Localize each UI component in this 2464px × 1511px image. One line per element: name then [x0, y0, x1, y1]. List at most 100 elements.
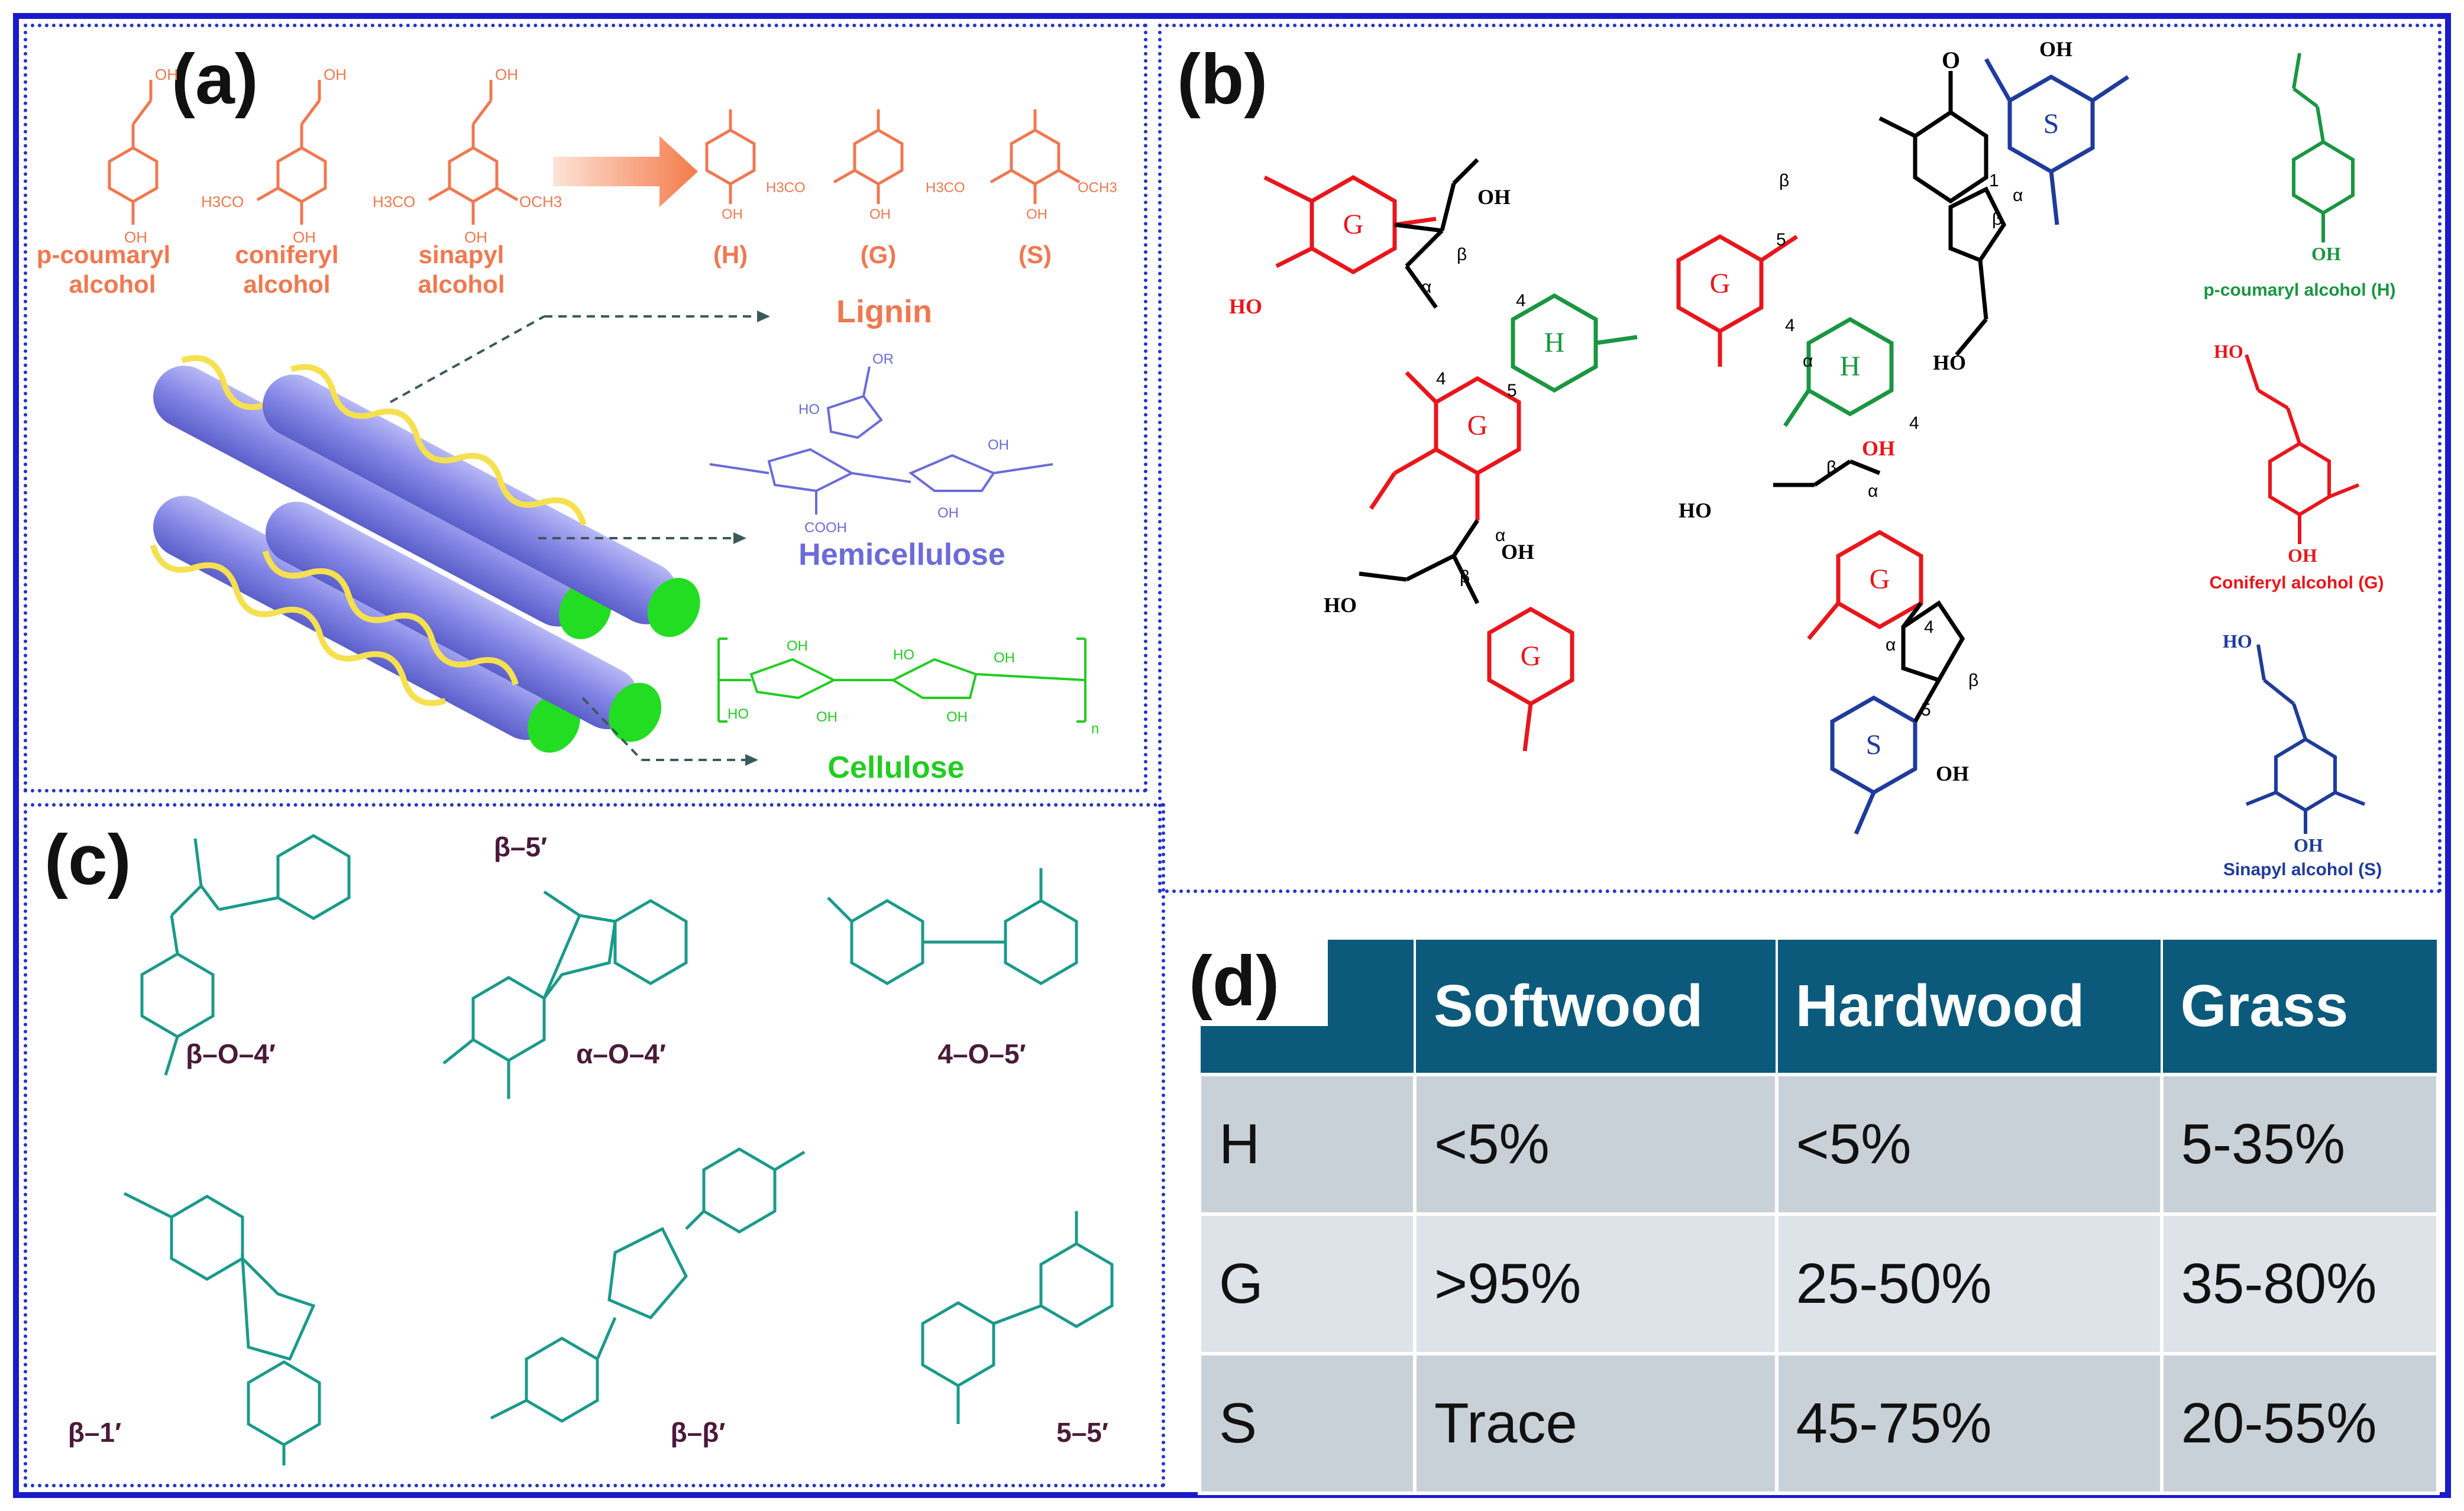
- table-cell: 45-75%: [1774, 1352, 2164, 1495]
- table-header-row: Softwood Hardwood Grass: [1198, 937, 2440, 1076]
- linkage-label-b-o-4: β–O–4′: [186, 1038, 276, 1069]
- fibril-bundle: [150, 355, 700, 753]
- monomer-label: p-coumaryl: [37, 241, 170, 268]
- ring-label-g: G: [1870, 564, 1890, 595]
- ring-label-g: G: [1343, 209, 1364, 240]
- group-och3: OCH3: [1078, 180, 1117, 196]
- table-cell: >95%: [1413, 1212, 1779, 1355]
- group-h3co: H3CO: [201, 193, 244, 211]
- linkage-label-5-5: 5–5′: [1056, 1417, 1108, 1448]
- position-label: α: [1495, 526, 1505, 545]
- table-cell: H: [1198, 1073, 1417, 1216]
- ring-label-g: G: [1467, 410, 1488, 441]
- group-oh: OH: [124, 228, 147, 246]
- linkage-label-4-o-5: 4–O–5′: [937, 1038, 1026, 1069]
- table-row: G >95% 25-50% 35-80%: [1198, 1212, 2440, 1355]
- unit-label-h: (H): [713, 241, 748, 268]
- group-h3co: H3CO: [926, 180, 965, 196]
- panel-c-border: [24, 803, 1165, 1487]
- monomer-label: sinapyl: [419, 241, 505, 268]
- panel-b-border: [1158, 24, 2442, 893]
- ring-label-h: H: [1544, 327, 1565, 358]
- panel-a-diagram: OH OH OH OH OH OH H3CO H3CO OCH3 p-couma…: [37, 66, 1117, 785]
- position-label: 5: [1776, 230, 1786, 250]
- table-cell: <5%: [1413, 1073, 1779, 1216]
- panel-d-label: (d): [1189, 941, 1280, 1021]
- ring-h: [1783, 316, 1894, 427]
- conversion-arrow: [553, 136, 698, 207]
- table-cell: 5-35%: [2159, 1073, 2440, 1216]
- position-label: β: [1779, 171, 1789, 190]
- ring-s: [1830, 695, 1917, 835]
- group-n: n: [1091, 721, 1099, 737]
- panel-a-border: [24, 24, 1147, 792]
- group-oh: OH: [155, 66, 178, 83]
- position-label: 4: [1436, 369, 1446, 389]
- table-cell: 35-80%: [2159, 1212, 2440, 1355]
- atom-label: HO: [1324, 593, 1357, 617]
- position-label: β: [1460, 567, 1470, 587]
- monomer-label: alcohol: [69, 270, 156, 298]
- ring-g: [1676, 234, 1798, 367]
- ring-label-g: G: [1710, 268, 1731, 299]
- atom-label: OH: [1862, 436, 1895, 460]
- lignin-unit-g: [833, 109, 904, 204]
- ring-label-g: G: [1521, 640, 1541, 672]
- linkage-structure-5-5: [921, 1211, 1114, 1424]
- lignin-unit-h: [705, 109, 756, 204]
- position-label: 4: [1924, 617, 1934, 637]
- group-cooh: COOH: [804, 520, 847, 536]
- atom-label: OH: [1936, 762, 1969, 785]
- legend-s-structure: [2245, 644, 2366, 834]
- table-cell: G: [1198, 1212, 1417, 1355]
- atom-label: O: [1942, 47, 1960, 73]
- connector-arrowhead: [757, 310, 770, 322]
- position-label: 4: [1785, 316, 1795, 335]
- atom-label: OH: [1501, 540, 1534, 564]
- position-label: 5: [1507, 381, 1517, 400]
- panel-b-label: (b): [1177, 40, 1268, 119]
- position-label: β: [1457, 245, 1467, 264]
- linkage-structure-b-b: [490, 1147, 806, 1423]
- position-label: α: [1803, 351, 1813, 371]
- ring-label-s: S: [1866, 729, 1882, 761]
- position-label: α: [1421, 277, 1431, 297]
- group-h3co: H3CO: [766, 180, 806, 196]
- monomer-coniferyl: [256, 80, 327, 225]
- ring-g: [1263, 174, 1437, 275]
- ring-label-h: H: [1840, 351, 1861, 382]
- group-oh: OH: [495, 66, 518, 83]
- linkage-label-b-5: β–5′: [494, 831, 547, 862]
- position-label: β: [1992, 209, 2002, 229]
- table-cell: 20-55%: [2159, 1352, 2440, 1495]
- header-cell-softwood: Softwood: [1414, 937, 1778, 1076]
- connector-lines: [390, 315, 763, 761]
- monomer-label: alcohol: [418, 270, 505, 298]
- ring-h: [1511, 293, 1638, 393]
- monomer-label: alcohol: [243, 270, 330, 298]
- group-oh: OH: [787, 638, 808, 654]
- atom-label: OH: [1477, 185, 1511, 209]
- position-label: 5: [1921, 700, 1931, 720]
- group-oh: OH: [324, 66, 347, 83]
- connector-arrowhead: [745, 754, 758, 766]
- panel-a-label: (a): [172, 40, 258, 119]
- linkage-label-b-b: β–β′: [671, 1417, 726, 1448]
- group-oh: OH: [293, 228, 316, 246]
- position-label: α: [1886, 635, 1896, 655]
- position-label: α: [1868, 481, 1878, 501]
- linkage-structure-b-o-4: [140, 834, 351, 1076]
- atom-label: HO: [2214, 341, 2243, 362]
- ring-s: [1984, 58, 2129, 225]
- figure-frame: [13, 13, 2451, 1498]
- linkage-label-a-o-4: α–O–4′: [576, 1038, 666, 1069]
- group-oh: OH: [722, 206, 743, 222]
- position-label: 4: [1909, 413, 1919, 433]
- position-label: β: [1826, 458, 1836, 477]
- cellulose-label: Cellulose: [827, 750, 964, 785]
- group-oh: OH: [464, 228, 487, 246]
- monomer-sinapyl: [428, 80, 519, 225]
- group-ho: HO: [798, 402, 820, 418]
- atom-label: HO: [1229, 295, 1262, 318]
- ring-label-s: S: [2043, 108, 2059, 140]
